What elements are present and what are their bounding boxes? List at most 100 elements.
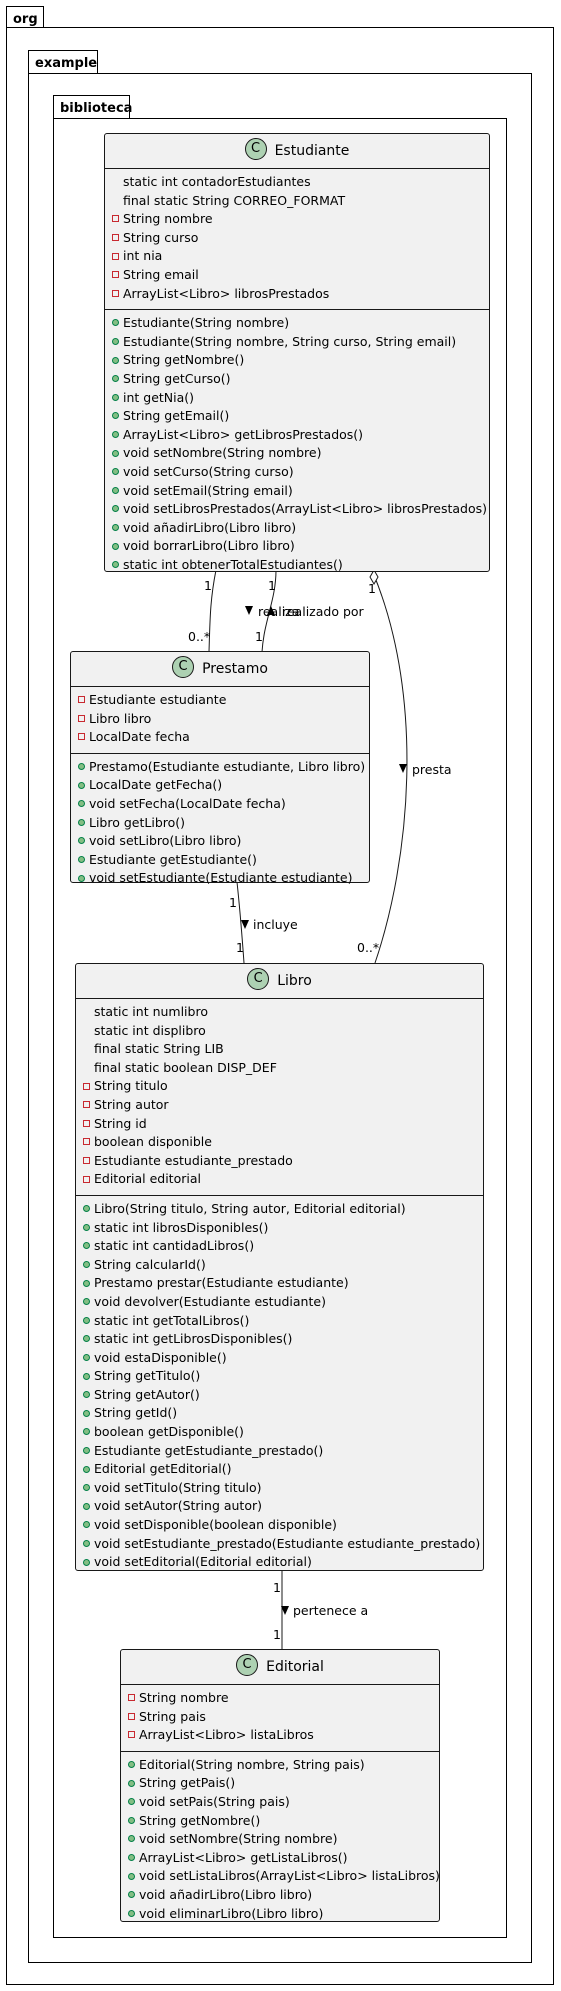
attribute-row: String titulo [76,1077,483,1096]
method-row: void setListaLibros(ArrayList<Libro> lis… [121,1867,440,1886]
member-text: void setLibrosPrestados(ArrayList<Libro>… [123,501,487,517]
package-tab-org: org [6,6,44,28]
attribute-row: String nombre [105,210,489,229]
public-visibility-icon [112,505,119,513]
public-visibility-icon [112,542,119,550]
multiplicity-incluye-to: 1 [236,940,244,955]
package-tab-example: example [28,50,98,74]
direction-arrow-incluye [241,920,249,929]
method-row: Estudiante(String nombre, String curso, … [105,333,489,352]
private-visibility-icon [128,1712,135,1720]
member-text: Editorial getEditorial() [94,1461,232,1477]
member-text: void setCurso(String curso) [123,463,294,479]
relation-label-realizado-por: realizado por [282,604,364,619]
direction-arrow-presta [399,764,407,773]
member-text: void borrarLibro(Libro libro) [123,538,295,554]
direction-arrow-pertenece-a [281,1606,289,1615]
multiplicity-pertenece-a-to: 1 [273,1627,281,1642]
public-visibility-icon [112,319,119,327]
member-text: String curso [123,229,199,245]
method-row: Prestamo(Estudiante estudiante, Libro li… [71,758,369,777]
private-visibility-icon [83,1082,90,1090]
method-row: LocalDate getFecha() [71,776,369,795]
attribute-row: String nombre [121,1689,439,1708]
link-incluye [236,881,245,964]
method-row: Libro getLibro() [71,814,369,833]
class-methods-section: Libro(String titulo, String autor, Edito… [76,1194,483,1578]
attribute-row: Estudiante estudiante [71,691,369,710]
member-text: final static String CORREO_FORMAT [123,192,346,208]
attribute-row: static int contadorEstudiantes [105,173,489,192]
relation-label-realiza: realiza [258,604,300,619]
method-row: Editorial(String nombre, String pais) [121,1756,439,1775]
member-text: String getNombre() [123,352,245,368]
member-text: void añadirLibro(Libro libro) [139,1886,313,1902]
attribute-row: String email [105,266,489,285]
class-stereotype-icon: C [244,138,267,160]
member-text: String calcularId() [94,1256,206,1272]
method-row: String getId() [76,1404,483,1423]
member-text: String pais [139,1708,206,1724]
private-visibility-icon [128,1731,135,1739]
member-text: void setEstudiante_prestado(Estudiante e… [94,1535,481,1551]
member-text: int nia [123,248,163,264]
member-text: String autor [94,1096,169,1112]
public-visibility-icon [128,1909,135,1917]
multiplicity-pertenece-a-from: 1 [273,1580,281,1595]
method-row: void setEstudiante_prestado(Estudiante e… [76,1535,483,1554]
public-visibility-icon [112,356,119,364]
public-visibility-icon [83,1409,90,1417]
member-text: ArrayList<Libro> librosPrestados [123,285,330,301]
method-row: void setLibro(Libro libro) [71,832,369,851]
package-label: example [35,56,98,71]
method-row: void setDisponible(boolean disponible) [76,1516,483,1535]
public-visibility-icon [78,856,85,864]
link-realiza [208,569,217,653]
attribute-row: boolean disponible [76,1133,483,1152]
member-text: String nombre [139,1690,229,1705]
member-text: Prestamo prestar(Estudiante estudiante) [94,1275,349,1291]
attribute-row: ArrayList<Libro> librosPrestados [105,285,489,304]
class-methods-section: Editorial(String nombre, String pais)Str… [121,1750,440,1929]
method-row: Libro(String titulo, String autor, Edito… [76,1200,483,1219]
private-visibility-icon [78,733,85,741]
attribute-row: final static boolean DISP_DEF [76,1059,483,1078]
member-text: void setFecha(LocalDate fecha) [89,795,286,811]
member-text: static int getLibrosDisponibles() [94,1331,293,1347]
member-text: void setPais(String pais) [139,1793,290,1809]
public-visibility-icon [83,1279,90,1287]
method-row: static int getLibrosDisponibles() [76,1330,483,1349]
member-text: final static String LIB [94,1041,224,1057]
class-stereotype-icon: C [172,656,195,678]
member-text: Libro(String titulo, String autor, Edito… [94,1200,406,1216]
public-visibility-icon [83,1298,90,1306]
public-visibility-icon [83,1484,90,1492]
member-text: void setListaLibros(ArrayList<Libro> lis… [139,1868,440,1884]
public-visibility-icon [112,338,119,346]
public-visibility-icon [112,449,119,457]
public-visibility-icon [78,800,85,808]
relation-label-pertenece-a: pertenece a [293,1603,369,1618]
relation-label-incluye: incluye [253,917,298,932]
member-text: LocalDate fecha [89,729,190,745]
method-row: boolean getDisponible() [76,1423,483,1442]
public-visibility-icon [83,1391,90,1399]
public-visibility-icon [83,1558,90,1566]
package-label: org [13,12,38,27]
member-text: ArrayList<Libro> getListaLibros() [139,1849,348,1865]
attribute-row: Editorial editorial [76,1170,483,1189]
attribute-row: final static String CORREO_FORMAT [105,192,489,211]
public-visibility-icon [83,1261,90,1269]
public-visibility-icon [83,1242,90,1250]
member-text: void setEstudiante(Estudiante estudiante… [89,870,353,886]
class-methods-section: Estudiante(String nombre)Estudiante(Stri… [105,309,489,580]
member-text: static int contadorEstudiantes [123,174,311,189]
member-text: String titulo [94,1078,168,1094]
public-visibility-icon [83,1539,90,1547]
multiplicity-realizado-por-to: 1 [255,629,263,644]
attribute-row: LocalDate fecha [71,728,369,747]
member-text: String getCurso() [123,370,231,386]
method-row: void estaDisponible() [76,1349,483,1368]
